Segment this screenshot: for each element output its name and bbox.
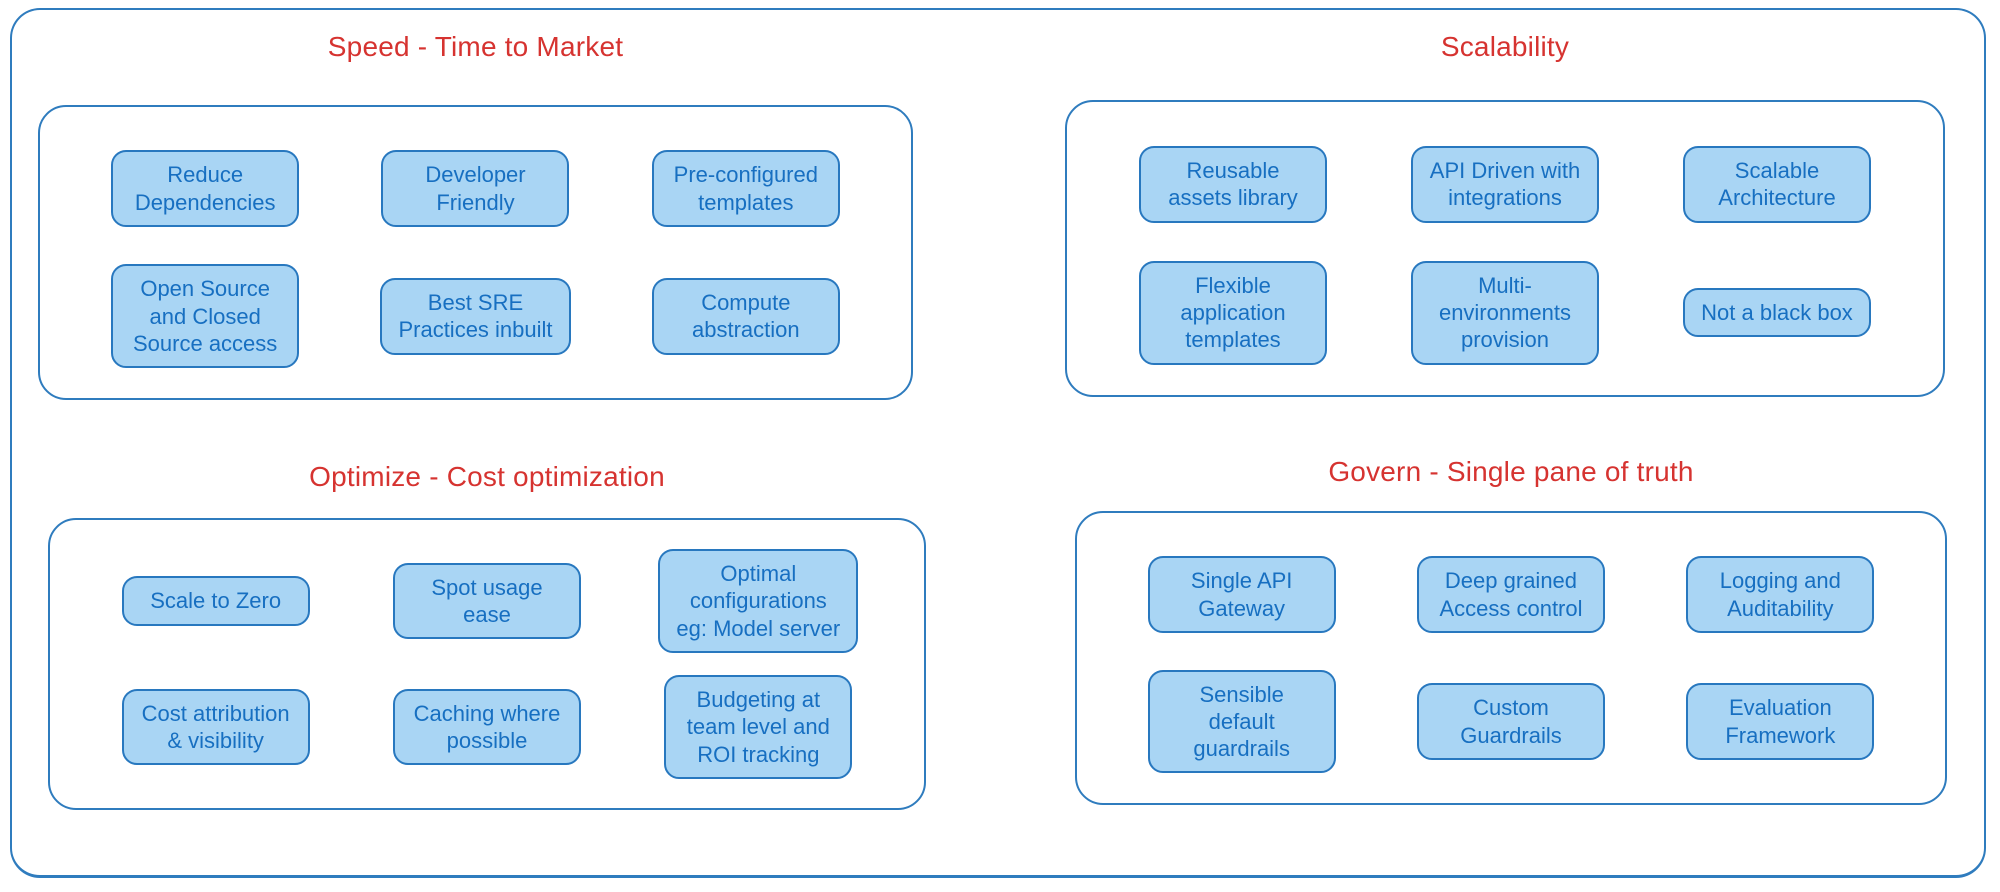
node-evaluation-framework: Evaluation Framework [1686, 683, 1875, 760]
node-custom-guardrails: Custom Guardrails [1416, 683, 1605, 760]
node-optimal-configurations: Optimal configurations eg: Model server [658, 549, 859, 653]
node-api-driven-integrations: API Driven with integrations [1411, 145, 1599, 223]
quadrant-speed: Speed - Time to Market Reduce Dependenci… [38, 30, 913, 400]
node-multi-environments-provision: Multi- environments provision [1411, 260, 1599, 365]
node-open-closed-source-access: Open Source and Closed Source access [111, 264, 300, 369]
quadrant-optimize: Optimize - Cost optimization Scale to Ze… [48, 460, 926, 810]
node-reduce-dependencies: Reduce Dependencies [111, 150, 300, 228]
node-budgeting-roi-tracking: Budgeting at team level and ROI tracking [664, 675, 853, 779]
quadrant-scalability-title: Scalability [1440, 31, 1570, 62]
node-single-api-gateway: Single API Gateway [1147, 556, 1336, 633]
quadrant-speed-title: Speed - Time to Market [327, 31, 624, 62]
quadrant-speed-panel: Reduce Dependencies Developer Friendly P… [38, 105, 913, 400]
node-sensible-default-guardrails: Sensible default guardrails [1147, 669, 1336, 774]
node-not-a-black-box: Not a black box [1683, 288, 1871, 338]
quadrant-scalability: Scalability Reusable assets library API … [1065, 30, 1945, 397]
quadrant-scalability-panel: Reusable assets library API Driven with … [1065, 100, 1945, 397]
node-caching-where-possible: Caching where possible [392, 688, 581, 766]
node-developer-friendly: Developer Friendly [381, 150, 570, 228]
node-flexible-application-templates: Flexible application templates [1139, 260, 1327, 365]
node-compute-abstraction: Compute abstraction [651, 277, 840, 355]
quadrant-govern: Govern - Single pane of truth Single API… [1075, 455, 1947, 805]
quadrant-optimize-title: Optimize - Cost optimization [309, 461, 665, 492]
node-logging-auditability: Logging and Auditability [1686, 556, 1875, 633]
node-pre-configured-templates: Pre-configured templates [651, 150, 840, 228]
node-cost-attribution-visibility: Cost attribution & visibility [121, 688, 310, 766]
node-scale-to-zero: Scale to Zero [121, 576, 310, 626]
node-best-sre-practices: Best SRE Practices inbuilt [380, 277, 571, 355]
node-scalable-architecture: Scalable Architecture [1683, 145, 1871, 223]
quadrant-optimize-panel: Scale to Zero Spot usage ease Optimal co… [48, 518, 926, 810]
node-reusable-assets-library: Reusable assets library [1139, 145, 1327, 223]
node-deep-grained-access-control: Deep grained Access control [1416, 556, 1605, 633]
quadrant-govern-title: Govern - Single pane of truth [1328, 456, 1694, 487]
node-spot-usage-ease: Spot usage ease [392, 562, 581, 640]
diagram-outer-frame [10, 8, 1986, 878]
quadrant-govern-panel: Single API Gateway Deep grained Access c… [1075, 511, 1947, 805]
